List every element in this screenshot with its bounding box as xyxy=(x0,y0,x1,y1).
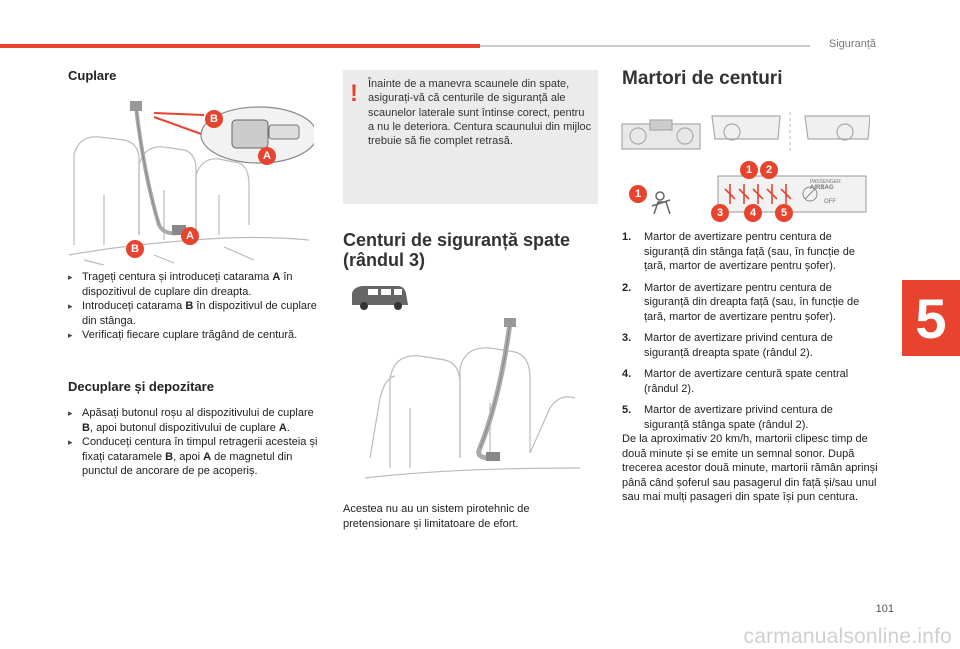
list-item: 5.Martor de avertizare privind centura d… xyxy=(622,404,833,431)
header-rule xyxy=(480,45,810,47)
warning-lights-illustration xyxy=(621,112,870,215)
badge-3: 3 xyxy=(711,204,729,222)
exclamation-icon: ! xyxy=(350,80,358,107)
van-icon xyxy=(352,286,408,310)
heading-rear-belts: Centuri de siguranță spate (rândul 3) xyxy=(343,230,571,270)
airbag-label: AIRBAG xyxy=(810,185,834,191)
list-item: 1.Martor de avertizare pentru centura de… xyxy=(622,231,855,272)
heading-decuplare: Decuplare și depozitare xyxy=(68,379,214,394)
list-item: 4.Martor de avertizare centură spate cen… xyxy=(622,368,849,395)
warning-lights-list: 1.Martor de avertizare pentru centura de… xyxy=(622,230,880,439)
uncoupling-step-1: Apăsați butonul roșu al dispozitivului d… xyxy=(68,406,320,435)
label-b-seat: B xyxy=(126,240,144,258)
badge-1-front: 1 xyxy=(629,185,647,203)
off-label: OFF xyxy=(824,199,836,205)
label-b-zoom: B xyxy=(205,110,223,128)
uncoupling-steps: Apăsați butonul roșu al dispozitivului d… xyxy=(68,406,320,479)
warning-lights-paragraph: De la aproximativ 20 km/h, martorii clip… xyxy=(622,433,878,503)
heading-martori: Martori de centuri xyxy=(622,68,783,89)
badge-2: 2 xyxy=(760,161,778,179)
header-accent-bar xyxy=(0,44,480,48)
passenger-label: PASSENGER xyxy=(810,179,841,185)
coupling-steps: Trageți centura și introduceți catarama … xyxy=(68,270,320,343)
coupling-step-2: Introduceți catarama B în dispozitivul d… xyxy=(68,299,320,328)
buckle-illustration xyxy=(68,101,314,265)
badge-4: 4 xyxy=(744,204,762,222)
label-a-zoom: A xyxy=(258,147,276,165)
page-number: 101 xyxy=(875,603,894,615)
badge-5: 5 xyxy=(775,204,793,222)
heading-cuplare: Cuplare xyxy=(68,68,117,83)
watermark: carmanualsonline.info xyxy=(743,625,952,648)
list-item: 3.Martor de avertizare privind centura d… xyxy=(622,332,833,359)
section-title: Siguranță xyxy=(828,38,876,50)
list-item: 2.Martor de avertizare pentru centura de… xyxy=(622,281,860,323)
warning-text: Înainte de a manevra scaunele din spate,… xyxy=(368,78,592,148)
rear-belts-note: Acestea nu au un sistem pirotehnic de pr… xyxy=(343,503,530,530)
coupling-step-1: Trageți centura și introduceți catarama … xyxy=(68,270,320,299)
badge-1-rear: 1 xyxy=(740,161,758,179)
rear-seat-illustration xyxy=(364,318,581,479)
warning-box xyxy=(343,70,598,204)
label-a-seat: A xyxy=(181,227,199,245)
chapter-tab[interactable]: 5 xyxy=(902,280,960,356)
coupling-step-3: Verificați fiecare cuplare trăgând de ce… xyxy=(68,328,320,343)
uncoupling-step-2: Conduceți centura în timpul retragerii a… xyxy=(68,435,320,479)
